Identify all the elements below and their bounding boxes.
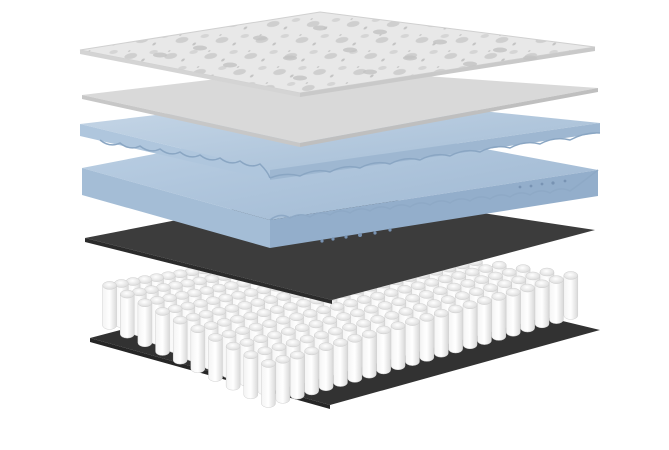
coil-cylinder: [361, 329, 377, 379]
quilted-cover-layer: [79, 11, 596, 97]
coil-cylinder: [120, 289, 135, 339]
coil-cylinder: [534, 279, 550, 329]
coil-cylinder: [318, 342, 334, 391]
coil-cylinder: [208, 333, 223, 382]
coil-cylinder: [505, 287, 521, 337]
coil-cylinder: [172, 315, 188, 365]
coil-cylinder: [289, 350, 305, 400]
coil-cylinder: [520, 283, 535, 333]
coil-cylinder: [347, 334, 363, 383]
coil-cylinder: [155, 307, 170, 356]
coil-cylinder: [190, 324, 206, 374]
coil-cylinder: [433, 308, 449, 358]
coil-cylinder: [563, 271, 579, 320]
coil-cylinder: [333, 338, 348, 387]
coil-cylinder: [137, 298, 153, 348]
coil-cylinder: [491, 292, 507, 341]
coil-cylinder: [376, 325, 391, 375]
coil-cylinder: [102, 281, 117, 330]
coil-cylinder: [549, 275, 564, 324]
coil-cylinder: [390, 321, 406, 371]
coil-cylinder: [243, 350, 259, 400]
coil-cylinder: [462, 300, 478, 350]
coil-cylinder: [405, 317, 420, 366]
coil-cylinder: [304, 346, 319, 396]
coil-cylinder: [477, 296, 492, 345]
coil-cylinder: [419, 313, 435, 362]
coil-cylinder: [225, 341, 241, 391]
comfort-sheet-layer: [82, 68, 598, 147]
coil-cylinder: [448, 304, 463, 354]
coil-cylinder: [261, 359, 276, 408]
coil-cylinder: [275, 355, 291, 404]
